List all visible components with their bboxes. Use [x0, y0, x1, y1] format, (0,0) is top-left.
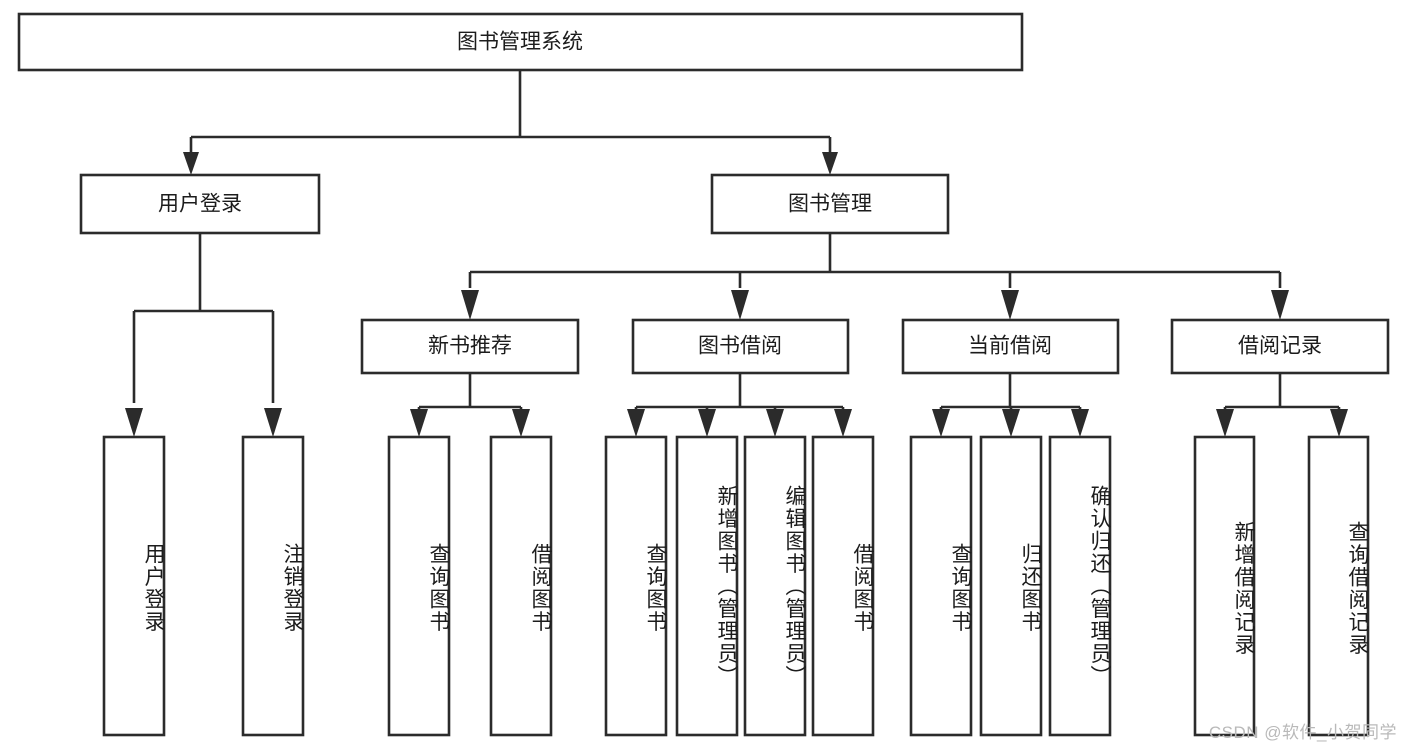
leaf-box-br-add-record[interactable]: [1193, 435, 1256, 737]
node-user-login-label: 用户登录: [158, 193, 242, 216]
node-root-label: 图书管理系统: [457, 31, 583, 54]
leaf-box-bb-query-book[interactable]: [604, 435, 668, 737]
leaf-box-cb-query-book[interactable]: [909, 435, 973, 737]
arrow-icon-leaf-logout: [264, 408, 282, 437]
connector-user-login-bus: [132, 233, 275, 403]
node-book-borrow-box[interactable]: [631, 318, 850, 375]
arrow-icon-leaf-cb-return: [1002, 409, 1020, 437]
arrow-icon-leaf-cb-query: [932, 409, 950, 437]
arrow-icon-to-borrow-record: [1271, 290, 1289, 320]
leaf-box-cb-confirm-return[interactable]: [1048, 435, 1112, 737]
connector-current-borrow-bus: [939, 373, 1082, 412]
leaf-box-cb-return-book[interactable]: [979, 435, 1043, 737]
arrow-icon-leaf-user-login: [125, 408, 143, 437]
arrow-icon-to-user-login: [183, 152, 199, 175]
connector-book-borrow-bus: [634, 373, 845, 412]
connector-group-borrow-record: [1216, 373, 1348, 437]
node-book-manage[interactable]: 图书管理: [710, 173, 950, 235]
connector-group-book-manage: [461, 233, 1289, 320]
arrow-icon-leaf-bb-edit: [766, 409, 784, 437]
arrow-icon-to-new-book: [461, 290, 479, 320]
arrow-icon-leaf-br-add: [1216, 409, 1234, 437]
connector-group-current-borrow: [932, 373, 1089, 437]
node-user-login-box[interactable]: [79, 173, 321, 235]
connector-new-book-bus: [417, 373, 523, 412]
node-new-book-recommend[interactable]: 新书推荐: [360, 318, 580, 375]
leaf-box-nb-query-book[interactable]: [387, 435, 451, 737]
node-borrow-record-label: 借阅记录: [1238, 335, 1322, 358]
connector-book-manage-bus: [468, 233, 1282, 288]
leaf-box-nb-borrow-book[interactable]: [489, 435, 553, 737]
leaf-box-logout[interactable]: [241, 435, 305, 737]
node-borrow-record[interactable]: 借阅记录: [1170, 318, 1390, 375]
node-current-borrow[interactable]: 当前借阅: [901, 318, 1120, 375]
arrow-icon-to-current-borrow: [1001, 290, 1019, 320]
leaf-box-br-query-record[interactable]: [1307, 435, 1370, 737]
arrow-icon-leaf-nb-query: [410, 409, 428, 437]
watermark-text: CSDN @软件_小贺同学: [1208, 723, 1397, 742]
node-current-borrow-box[interactable]: [901, 318, 1120, 375]
leaf-box-bb-add-book[interactable]: [675, 435, 739, 737]
node-root-box[interactable]: [17, 12, 1024, 72]
arrow-icon-leaf-cb-confirm: [1071, 409, 1089, 437]
arrow-icon-to-book-manage: [822, 152, 838, 175]
arrow-icon-leaf-nb-borrow: [512, 409, 530, 437]
connector-group-new-book: [410, 373, 530, 437]
connector-group-book-borrow: [627, 373, 852, 437]
leaf-box-bb-borrow-book[interactable]: [811, 435, 875, 737]
connector-borrow-record-bus: [1223, 373, 1341, 412]
arrow-icon-to-book-borrow: [731, 290, 749, 320]
node-current-borrow-label: 当前借阅: [968, 335, 1052, 358]
node-root[interactable]: 图书管理系统: [17, 12, 1024, 72]
arrow-icon-leaf-br-query: [1330, 409, 1348, 437]
connector-group-user-login: [125, 233, 282, 437]
leaf-box-user-login[interactable]: [102, 435, 166, 737]
arrow-icon-leaf-bb-query: [627, 409, 645, 437]
arrow-icon-leaf-bb-borrow: [834, 409, 852, 437]
leaf-box-bb-edit-book[interactable]: [743, 435, 807, 737]
node-borrow-record-box[interactable]: [1170, 318, 1390, 375]
node-new-book-recommend-box[interactable]: [360, 318, 580, 375]
node-book-borrow[interactable]: 图书借阅: [631, 318, 850, 375]
connector-group-root: [183, 70, 838, 175]
node-user-login[interactable]: 用户登录: [79, 173, 321, 235]
node-new-book-recommend-label: 新书推荐: [428, 335, 512, 358]
connector-root-bus: [189, 70, 832, 160]
node-book-manage-label: 图书管理: [788, 193, 872, 216]
node-book-borrow-label: 图书借阅: [698, 335, 782, 358]
node-book-manage-box[interactable]: [710, 173, 950, 235]
arrow-icon-leaf-bb-add: [698, 409, 716, 437]
